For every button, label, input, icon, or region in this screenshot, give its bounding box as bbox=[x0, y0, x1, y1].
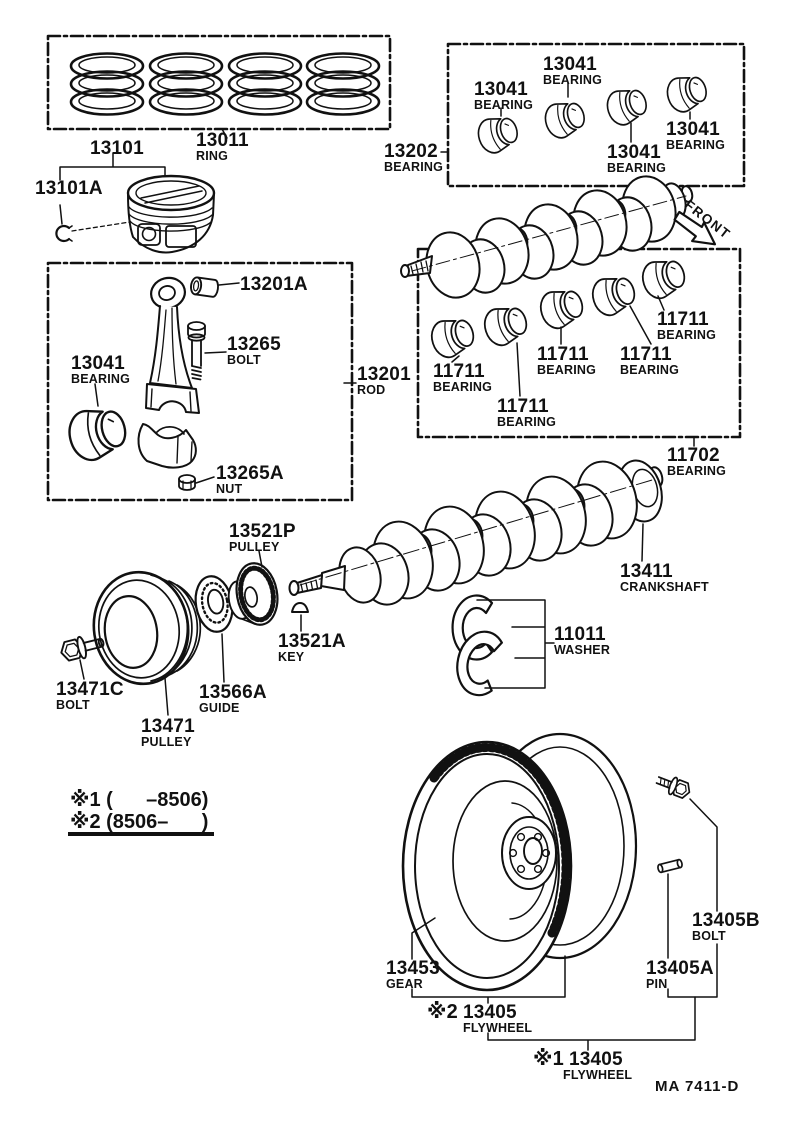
note1-mark: ※1 bbox=[533, 1048, 564, 1070]
rod-bolt bbox=[187, 321, 206, 381]
drawing-code: MA 7411-D bbox=[655, 1078, 740, 1095]
connecting-rod-box bbox=[46, 261, 354, 502]
piston-ring-sets bbox=[69, 52, 381, 116]
ring-gear-teeth bbox=[429, 743, 571, 938]
crankshaft-key bbox=[291, 602, 309, 613]
rod-bearing-shell bbox=[63, 400, 132, 466]
flywheel-bolt bbox=[655, 776, 691, 799]
legend-note2: ※2 (8506– ) bbox=[70, 811, 209, 833]
label-13201a: 13201A bbox=[240, 274, 308, 295]
thrust-washers bbox=[451, 594, 503, 697]
rod-nut bbox=[178, 474, 196, 491]
label-13101a: 13101A bbox=[35, 178, 103, 199]
legend-underline bbox=[68, 832, 214, 836]
timing-pulley bbox=[227, 562, 279, 626]
label-13101: 13101 bbox=[90, 138, 144, 159]
note2-mark: ※2 bbox=[427, 1001, 458, 1023]
pulley-bolt bbox=[60, 635, 105, 662]
rod-bearing-cap bbox=[137, 423, 197, 469]
piston-ring-box bbox=[46, 34, 392, 131]
main-bearing-box bbox=[446, 42, 746, 188]
connecting-rod bbox=[145, 276, 200, 414]
piston-pin-bushing bbox=[190, 276, 219, 298]
leader-lines bbox=[59, 82, 718, 1051]
flywheel bbox=[401, 732, 638, 992]
flywheel-pin bbox=[657, 858, 683, 874]
legend-note1: ※1 ( –8506) bbox=[70, 789, 209, 811]
piston bbox=[126, 174, 216, 254]
crank-pulley bbox=[92, 570, 202, 686]
pulley-guide bbox=[194, 575, 234, 633]
crankshaft-upper bbox=[400, 175, 694, 299]
crankshaft-main bbox=[288, 459, 664, 606]
piston-pin-clip bbox=[55, 224, 73, 243]
flywheel-bolt-holes bbox=[508, 832, 551, 874]
